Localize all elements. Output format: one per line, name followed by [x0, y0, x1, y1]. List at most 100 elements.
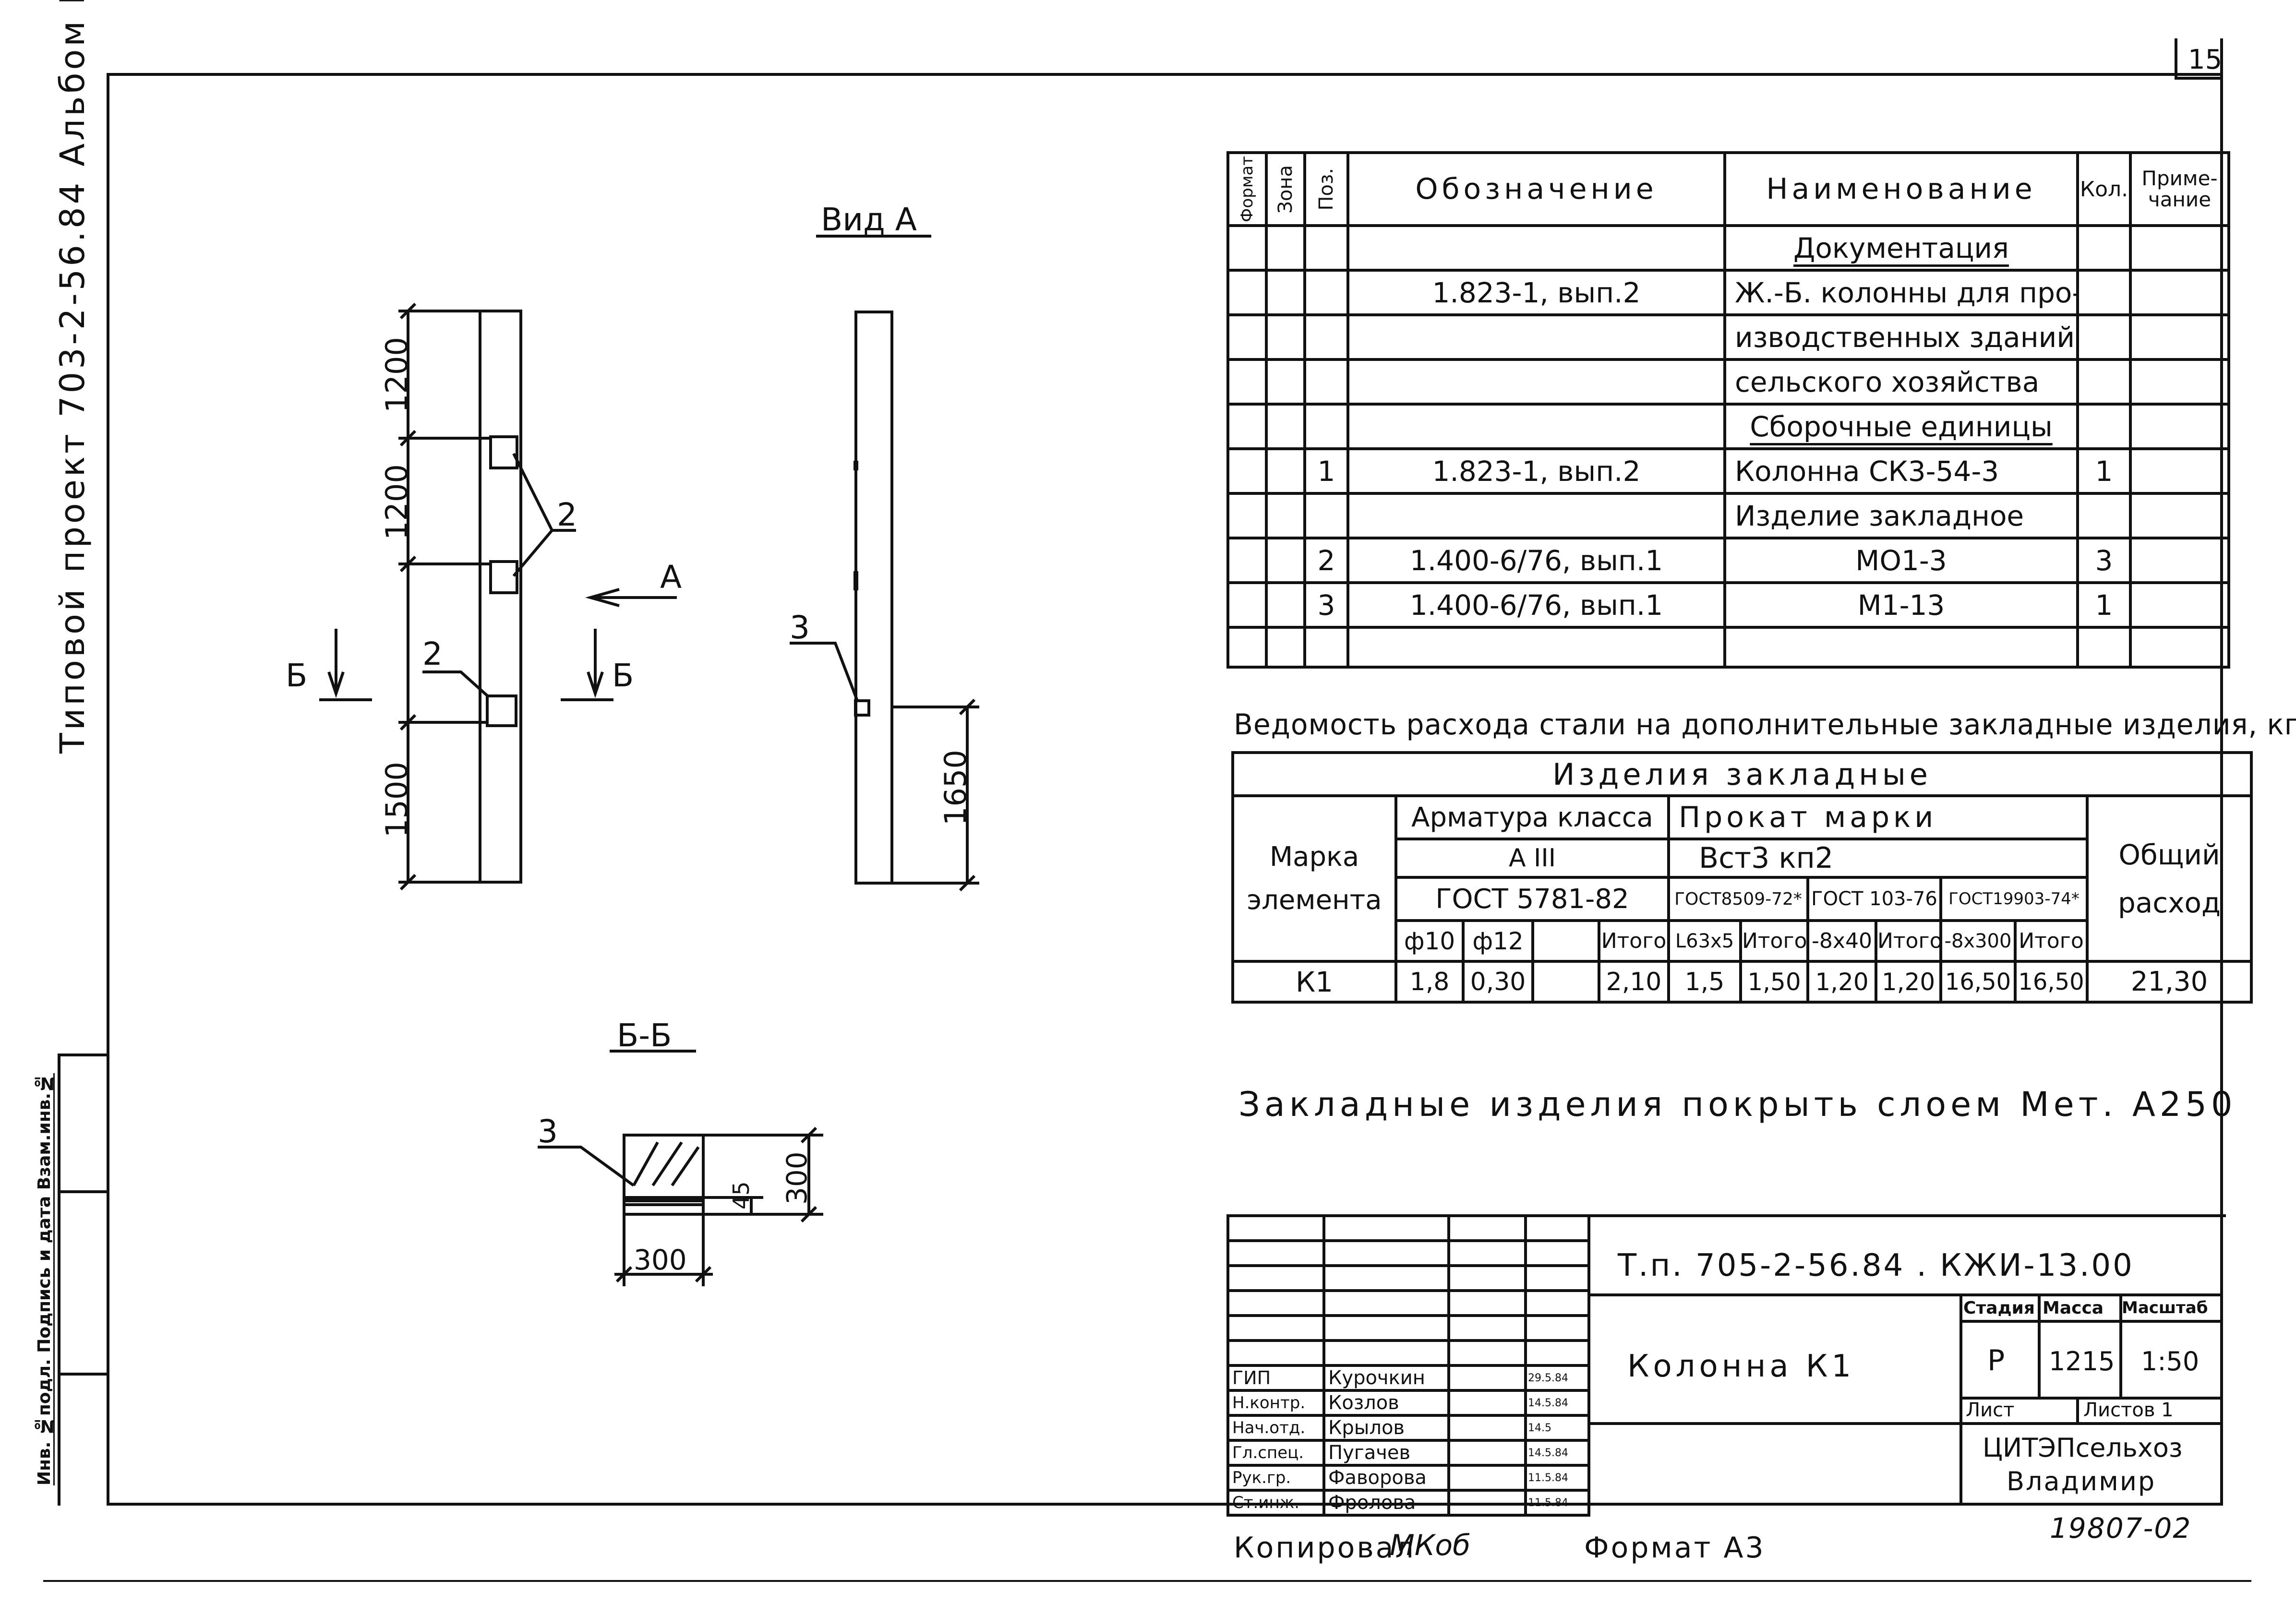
- title-block-col-scale: [2119, 1293, 2122, 1397]
- org-line1: ЦИТЭПсельхоз: [1983, 1433, 2183, 1463]
- steel-h-rebar-class: А III: [1394, 838, 1670, 879]
- org-line2: Владимир: [2007, 1466, 2156, 1496]
- copied-by-signature: МКоб: [1390, 1529, 1471, 1562]
- frame-top-line: [108, 73, 2220, 76]
- margin-stamp-mid1: [58, 1190, 108, 1193]
- steel-h-items: Изделия закладные: [1231, 751, 2253, 797]
- mass-label: Масса: [2043, 1298, 2104, 1318]
- arrow-a-label: А: [660, 559, 682, 596]
- title-block-col-sheets: [2076, 1397, 2079, 1422]
- spec-section-documents: Документация: [1723, 224, 2079, 272]
- spec-h-note: Приме-чание: [2129, 151, 2230, 227]
- steel-h-gost3: ГОСТ19903-74*: [1939, 876, 2089, 922]
- section-outline: [623, 1134, 705, 1216]
- frame-left-line: [107, 73, 109, 1506]
- mass-value: 1215: [2049, 1346, 2115, 1377]
- steel-row-k1: К1 1,8 0,30 2,10 1,5 1,50 1,20 1,20 16,5…: [1231, 960, 2253, 1004]
- embedded-plate-middle: [489, 560, 518, 594]
- margin-stamp-line: [58, 1053, 60, 1506]
- title-block-col-mass: [2038, 1293, 2041, 1397]
- embedded-plate-lower: [486, 694, 517, 727]
- title-block-line-sheet: [1959, 1397, 2223, 1400]
- spec-h-format: Формат: [1238, 156, 1257, 222]
- copied-by-label: Копировал: [1234, 1531, 1416, 1565]
- dim-300-vertical: 300: [781, 1151, 813, 1205]
- sheets-label: Листов 1: [2083, 1399, 2174, 1421]
- spec-h-designation: Обозначение: [1346, 151, 1726, 227]
- pos-3-side: 3: [790, 609, 810, 646]
- dim-1200-mid: 1200: [379, 464, 414, 540]
- pos-3-section: 3: [538, 1113, 558, 1150]
- embedded-plate-side: [854, 699, 870, 717]
- column-front-view: [479, 310, 522, 884]
- steel-h-rolled: Прокат марки: [1667, 794, 2089, 840]
- column-side-view: [854, 311, 893, 885]
- steel-h-rebar-gost: ГОСТ 5781-82: [1394, 876, 1670, 922]
- dim-1650: 1650: [938, 750, 973, 826]
- spec-h-zone: Зона: [1274, 165, 1297, 214]
- spec-row: Сборочные единицы: [1226, 403, 2230, 450]
- steel-h-total: Общий расход: [2085, 794, 2253, 963]
- cut-b-right: Б: [612, 657, 634, 694]
- scale-value: 1:50: [2141, 1346, 2200, 1377]
- spec-row: Документация: [1226, 224, 2230, 272]
- section-title: Б-Б: [617, 1017, 672, 1054]
- sheet-number: 15: [2188, 44, 2223, 75]
- embedded-plate-upper: [489, 435, 518, 469]
- scale-label: Масштаб: [2122, 1298, 2208, 1317]
- steel-h-rolled-mark: Вст3 кп2: [1667, 838, 2089, 879]
- spec-h-pos: Поз.: [1315, 168, 1337, 211]
- drawing-name: Колонна К1: [1627, 1349, 1855, 1384]
- dim-1200-top: 1200: [379, 337, 414, 413]
- spec-header-row: Формат Зона Поз. Обозначение Наименовани…: [1226, 151, 2230, 227]
- specification-table: Формат Зона Поз. Обозначение Наименовани…: [1226, 151, 2230, 669]
- view-a-title: Вид А: [821, 201, 917, 238]
- title-block-line-name: [1587, 1422, 1959, 1425]
- margin-stamp-top: [58, 1053, 108, 1056]
- sheet-format: Формат А3: [1584, 1531, 1766, 1565]
- column-drawings: Вид А Б-Б 1200 1200 1500 1650 300 45 300…: [286, 201, 979, 1286]
- steel-h-gost1: ГОСТ8509-72*: [1667, 876, 1809, 922]
- spec-h-qty: Кол.: [2076, 151, 2132, 227]
- spec-section-assemblies: Сборочные единицы: [1723, 403, 2079, 450]
- drawing-code: Т.п. 705-2-56.84 . КЖИ-13.00: [1618, 1248, 2134, 1283]
- steel-row-total: 21,30: [2085, 960, 2253, 1004]
- dim-1500: 1500: [379, 762, 414, 838]
- pos-2-lower: 2: [422, 635, 443, 672]
- steel-row-mark: К1: [1231, 960, 1397, 1004]
- steel-table: Изделия закладные Марка элемента Арматур…: [1231, 751, 2253, 1004]
- spec-h-name: Наименование: [1723, 151, 2079, 227]
- margin-stamp-mid2: [58, 1373, 108, 1376]
- spec-row: Изделие закладное: [1226, 492, 2230, 539]
- spec-row: сельского хозяйства: [1226, 358, 2230, 406]
- steel-h-rebar: Арматура класса: [1394, 794, 1670, 840]
- sheet-label: Лист: [1966, 1399, 2015, 1421]
- title-block-line-org: [1959, 1422, 2223, 1425]
- stage-label: Стадия: [1963, 1298, 2035, 1318]
- stage-value: Р: [1987, 1344, 2005, 1377]
- dim-45: 45: [728, 1181, 754, 1209]
- cut-b-left: Б: [286, 657, 307, 694]
- steel-h-mark: Марка элемента: [1231, 794, 1397, 963]
- title-block-line-code: [1587, 1293, 2223, 1296]
- spec-row: изводственных зданий: [1226, 313, 2230, 361]
- steel-table-title: Ведомость расхода стали на дополнительны…: [1234, 708, 2296, 742]
- coating-note: Закладные изделия покрыть слоем Мет. А25…: [1238, 1085, 2237, 1124]
- title-block-line-stage: [1959, 1320, 2223, 1323]
- frame-bottom-line: [107, 1503, 2223, 1506]
- inventory-number: 19807-02: [2050, 1512, 2192, 1544]
- pos-2-upper: 2: [557, 496, 577, 533]
- sheet-number-box: [2175, 38, 2223, 80]
- sheet-bottom-edge: [43, 1580, 2251, 1582]
